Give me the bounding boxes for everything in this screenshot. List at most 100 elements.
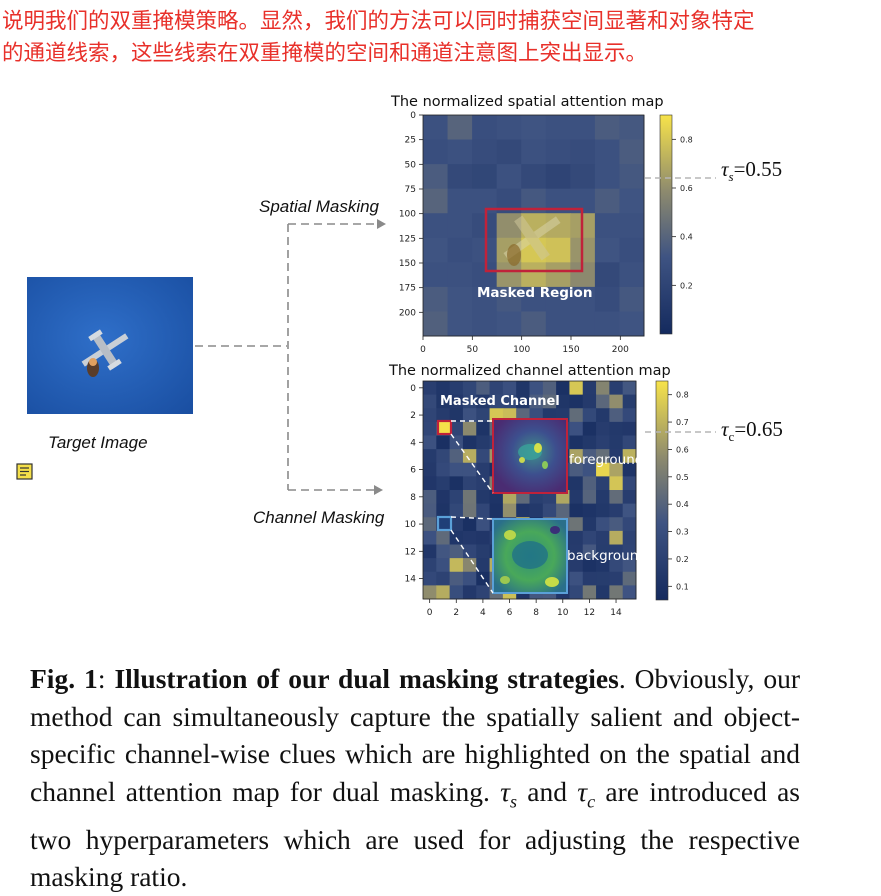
spatial-y-tick-label: 125 <box>399 234 416 244</box>
channel-cell <box>569 394 584 409</box>
spatial-cell <box>594 286 620 312</box>
spatial-cell <box>619 237 645 263</box>
masked-region-label: Masked Region <box>477 285 592 301</box>
channel-cell <box>449 394 464 409</box>
channel-cell <box>476 585 491 600</box>
channel-cell <box>596 394 610 409</box>
masked-channel-cell-foreground <box>436 419 453 436</box>
spatial-cell <box>496 262 522 288</box>
target-image <box>27 277 193 414</box>
channel-cell <box>476 544 491 559</box>
channel-cell <box>436 490 451 505</box>
note-icon[interactable] <box>16 463 34 481</box>
channel-cell <box>462 381 477 396</box>
channel-cell <box>529 503 544 518</box>
channel-cell <box>569 558 584 573</box>
channel-cell <box>436 394 451 409</box>
spatial-cell <box>619 164 645 190</box>
spatial-colorbar <box>659 114 673 335</box>
channel-cell <box>569 530 584 545</box>
channel-cell <box>569 435 584 450</box>
channel-cell <box>462 421 477 436</box>
channel-cell <box>462 503 477 518</box>
spatial-cell <box>423 311 449 337</box>
channel-cell <box>569 517 584 532</box>
channel-cell <box>423 585 437 600</box>
channel-y-tick-label: 12 <box>405 547 416 557</box>
channel-colorbar-tick-label: 0.7 <box>676 418 689 427</box>
spatial-threshold-label: τs=0.55 <box>721 157 783 185</box>
spatial-cell <box>570 286 596 312</box>
spatial-cell <box>545 164 571 190</box>
spatial-heatmap <box>423 115 645 337</box>
channel-cell <box>516 381 530 396</box>
channel-cell <box>622 435 637 450</box>
spatial-cell <box>447 237 473 263</box>
channel-map-title: The normalized channel attention map <box>389 363 671 379</box>
channel-cell <box>449 381 464 396</box>
channel-cell <box>436 585 451 600</box>
channel-masking-label: Channel Masking <box>253 508 385 527</box>
spatial-cell <box>423 164 449 190</box>
foreground-inset <box>492 418 568 494</box>
channel-cell <box>449 408 464 423</box>
channel-cell <box>423 530 437 545</box>
spatial-cell <box>521 286 547 312</box>
channel-cell <box>582 571 597 586</box>
channel-cell <box>502 503 517 518</box>
channel-cell <box>569 421 584 436</box>
spatial-cell <box>496 311 522 337</box>
channel-cell <box>582 394 597 409</box>
channel-cell <box>556 381 570 396</box>
channel-cell <box>569 544 584 559</box>
channel-x-tick-label: 8 <box>533 608 539 618</box>
channel-cell <box>436 408 451 423</box>
channel-cell <box>462 435 477 450</box>
spatial-y-tick-label: 175 <box>399 284 416 294</box>
channel-cell <box>569 585 584 600</box>
spatial-cell <box>594 139 620 165</box>
channel-axes-frame <box>422 380 637 600</box>
channel-cell <box>609 503 624 518</box>
channel-colorbar-tick-label: 0.8 <box>676 391 689 400</box>
channel-cell <box>436 462 451 477</box>
channel-cell <box>462 394 477 409</box>
channel-cell <box>449 517 464 532</box>
channel-cell <box>622 558 637 573</box>
spatial-colorbar-tick-label: 0.4 <box>680 233 693 242</box>
channel-cell <box>596 558 610 573</box>
channel-cell <box>622 381 637 396</box>
channel-cell <box>609 558 624 573</box>
channel-cell <box>569 571 584 586</box>
channel-colorbar-tick-label: 0.3 <box>676 528 689 537</box>
channel-cell <box>596 503 610 518</box>
channel-cell <box>462 571 477 586</box>
channel-cell <box>622 449 637 464</box>
channel-cell <box>582 530 597 545</box>
channel-y-tick-label: 14 <box>405 575 417 585</box>
spatial-x-tick-label: 50 <box>467 345 479 355</box>
channel-cell <box>609 585 624 600</box>
channel-cell <box>423 381 437 396</box>
channel-cell <box>582 544 597 559</box>
channel-cell <box>423 503 437 518</box>
channel-x-tick-label: 14 <box>610 608 622 618</box>
spatial-cell <box>472 311 498 337</box>
channel-colorbar-tick-label: 0.4 <box>676 500 689 509</box>
channel-cell <box>609 449 624 464</box>
channel-colorbar-tick-label: 0.6 <box>676 445 689 454</box>
spatial-cell <box>496 115 522 141</box>
inset-connectors <box>450 420 494 594</box>
spatial-y-tick-label: 50 <box>405 160 417 170</box>
channel-cell <box>569 503 584 518</box>
spatial-cell <box>521 164 547 190</box>
channel-cell <box>449 490 464 505</box>
channel-cell <box>569 381 584 396</box>
channel-cell <box>436 381 451 396</box>
channel-cell <box>609 530 624 545</box>
spatial-cell <box>521 262 547 288</box>
channel-cell <box>449 421 464 436</box>
spatial-cell <box>619 139 645 165</box>
spatial-cell <box>521 311 547 337</box>
